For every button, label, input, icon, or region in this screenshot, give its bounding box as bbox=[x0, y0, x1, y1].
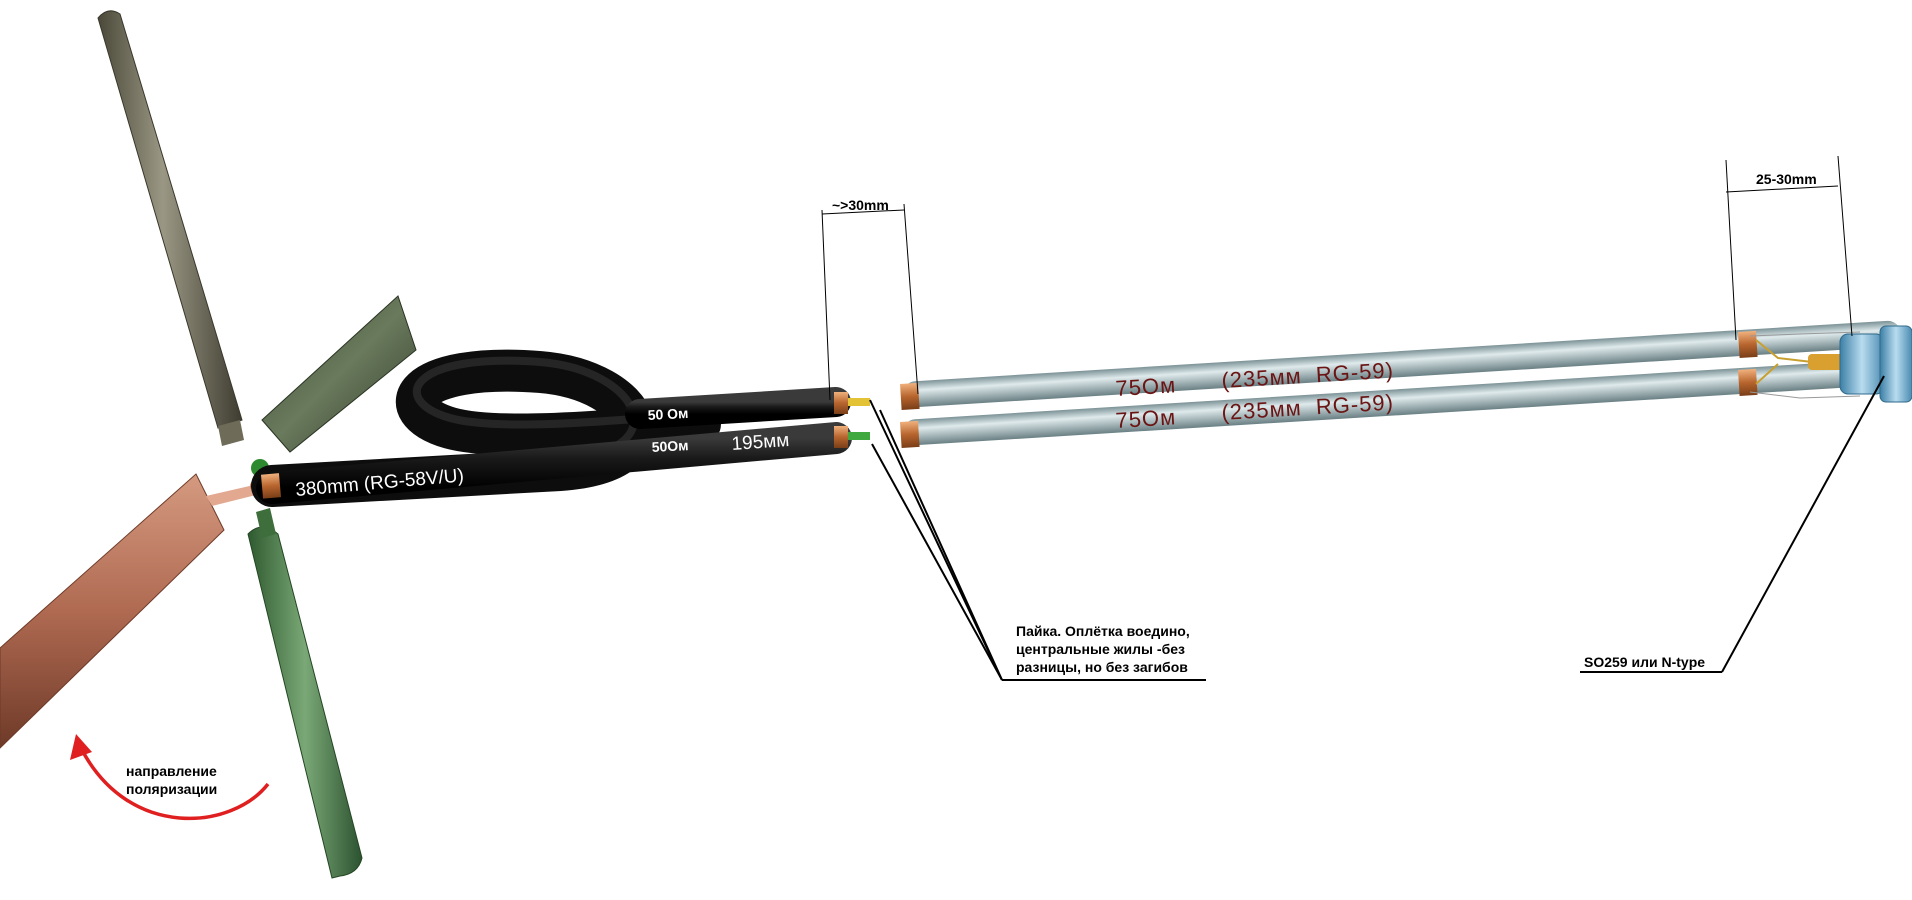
connector-wires bbox=[1749, 331, 1861, 399]
label-50-bottom: 50Ом bbox=[651, 437, 689, 455]
label-75-bottom-imp: 75Ом bbox=[1115, 404, 1177, 433]
cable-ends-left bbox=[834, 392, 870, 448]
label-connector-gap: 25-30mm bbox=[1756, 171, 1817, 187]
note-polarization-line1: направление bbox=[126, 763, 217, 779]
cable-50-top bbox=[625, 387, 851, 429]
label-195mm: 195мм bbox=[731, 430, 790, 455]
label-75-top-imp: 75Ом bbox=[1115, 372, 1177, 401]
cable-50-bottom bbox=[256, 422, 852, 504]
note-solder-line1: Пайка. Оплётка воедино, bbox=[1016, 623, 1190, 639]
note-solder-line2: центральные жилы -без bbox=[1016, 641, 1185, 657]
element-dark-green bbox=[261, 295, 417, 453]
label-75-bottom-len: (235мм RG-59) bbox=[1221, 389, 1395, 424]
element-copper bbox=[0, 473, 260, 749]
note-connector: SO259 или N-type bbox=[1584, 654, 1705, 670]
label-50-top: 50 Ом bbox=[647, 405, 689, 423]
leader-connector bbox=[1580, 375, 1885, 673]
polarization-arrow bbox=[70, 734, 270, 821]
label-braid-gap: ~>30mm bbox=[832, 197, 889, 213]
dimension-braid-gap bbox=[821, 203, 919, 401]
connector-so259 bbox=[1808, 325, 1912, 403]
element-green bbox=[247, 508, 363, 879]
element-olive bbox=[97, 10, 244, 446]
dimension-connector-gap bbox=[1725, 155, 1853, 341]
note-solder-line3: разницы, но без загибов bbox=[1016, 659, 1188, 675]
cable-75-bottom bbox=[900, 358, 1901, 448]
cable-75-top bbox=[900, 320, 1901, 410]
note-polarization-line2: поляризации bbox=[126, 781, 217, 797]
leader-solder bbox=[869, 399, 1206, 681]
